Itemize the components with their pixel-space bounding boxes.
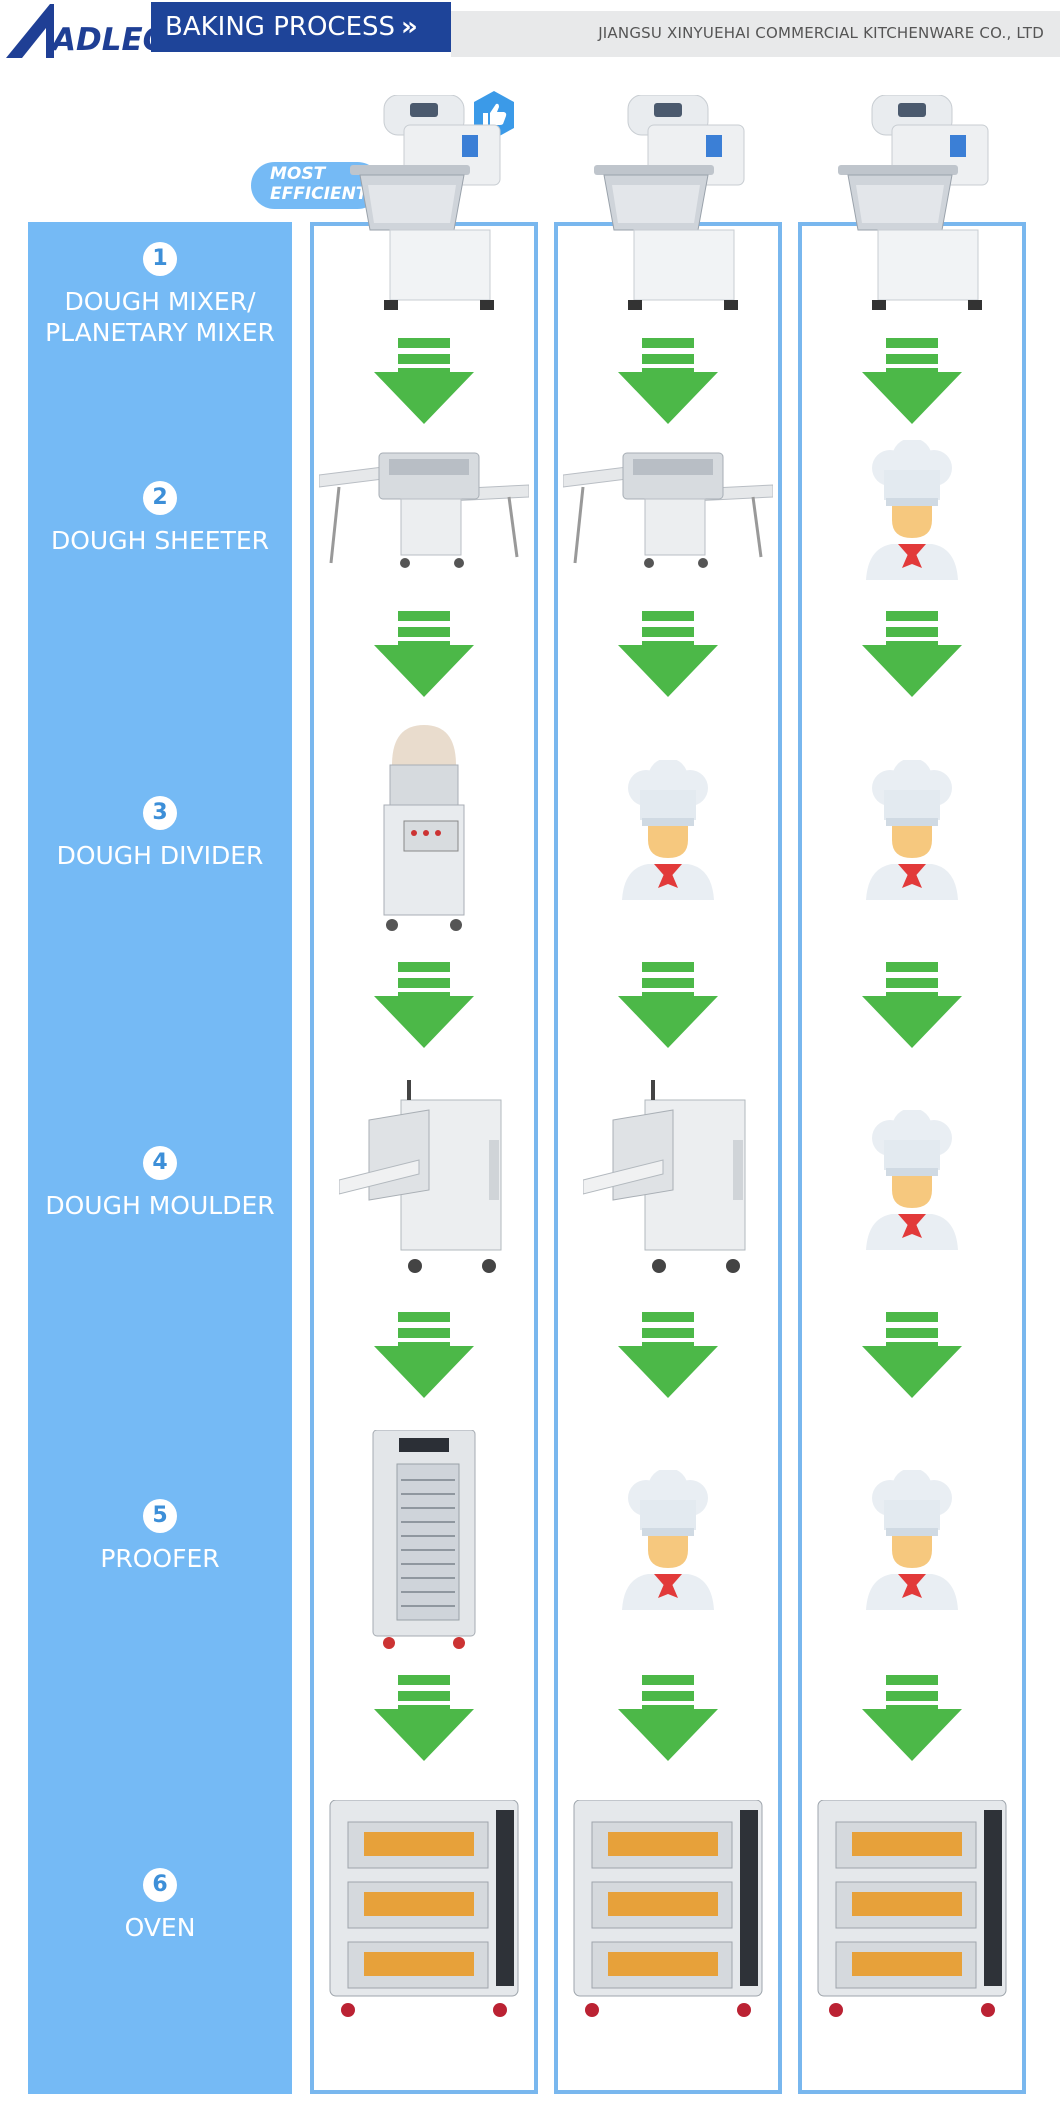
moulder-icon — [338, 1080, 509, 1280]
down-arrow-icon — [862, 1675, 962, 1761]
step-6: 6 OVEN — [28, 1868, 292, 1943]
sheeter-icon — [318, 445, 530, 575]
oven-icon — [324, 1799, 524, 2020]
oven-icon — [568, 1799, 768, 2020]
step-label-line2: PLANETARY MIXER — [45, 318, 275, 347]
moulder-icon — [582, 1080, 753, 1280]
step-label: DOUGH DIVIDER — [56, 841, 264, 870]
company-bar — [451, 11, 1060, 57]
logo-text: ADLEO — [52, 22, 170, 58]
step-label: OVEN — [124, 1913, 196, 1942]
down-arrow-icon — [862, 1312, 962, 1398]
step-1: 1 DOUGH MIXER/ PLANETARY MIXER — [28, 242, 292, 348]
oven-icon — [812, 1799, 1012, 2020]
mixer-icon — [344, 94, 504, 315]
page-title: BAKING PROCESS» — [151, 2, 451, 52]
down-arrow-icon — [618, 611, 718, 697]
chef-icon — [618, 1468, 718, 1610]
step-2: 2 DOUGH SHEETER — [28, 481, 292, 556]
chef-icon — [862, 1108, 962, 1250]
mixer-icon — [588, 94, 748, 315]
step-number: 5 — [143, 1499, 177, 1533]
down-arrow-icon — [374, 611, 474, 697]
badge-line2: EFFICIENT — [270, 184, 368, 204]
company-name: JIANGSU XINYUEHAI COMMERCIAL KITCHENWARE… — [598, 24, 1044, 42]
step-label: PROOFER — [100, 1544, 220, 1573]
chef-icon — [618, 758, 718, 900]
most-efficient-text: MOST EFFICIENT — [270, 164, 367, 204]
mixer-icon — [832, 94, 992, 315]
step-label: DOUGH MOULDER — [45, 1191, 275, 1220]
down-arrow-icon — [618, 1312, 718, 1398]
step-number: 6 — [143, 1868, 177, 1902]
adleo-logo — [6, 4, 150, 58]
step-number: 1 — [143, 242, 177, 276]
down-arrow-icon — [862, 611, 962, 697]
down-arrow-icon — [618, 962, 718, 1048]
page-title-text: BAKING PROCESS — [165, 12, 396, 42]
step-number: 4 — [143, 1146, 177, 1180]
step-number: 3 — [143, 796, 177, 830]
chef-icon — [862, 758, 962, 900]
double-chevron-icon: » — [401, 12, 418, 42]
down-arrow-icon — [862, 338, 962, 424]
down-arrow-icon — [862, 962, 962, 1048]
chef-icon — [862, 1468, 962, 1610]
step-5: 5 PROOFER — [28, 1499, 292, 1574]
badge-line1: MOST — [270, 164, 326, 184]
step-3: 3 DOUGH DIVIDER — [28, 796, 292, 871]
down-arrow-icon — [374, 1675, 474, 1761]
step-number: 2 — [143, 481, 177, 515]
step-label: DOUGH MIXER/ — [64, 287, 256, 316]
down-arrow-icon — [618, 1675, 718, 1761]
divider-icon — [374, 725, 474, 935]
down-arrow-icon — [374, 1312, 474, 1398]
step-4: 4 DOUGH MOULDER — [28, 1146, 292, 1221]
down-arrow-icon — [374, 962, 474, 1048]
step-label: DOUGH SHEETER — [50, 526, 270, 555]
down-arrow-icon — [618, 338, 718, 424]
sheeter-icon — [562, 445, 774, 575]
chef-icon — [862, 438, 962, 580]
down-arrow-icon — [374, 338, 474, 424]
proofer-icon — [369, 1429, 479, 1650]
